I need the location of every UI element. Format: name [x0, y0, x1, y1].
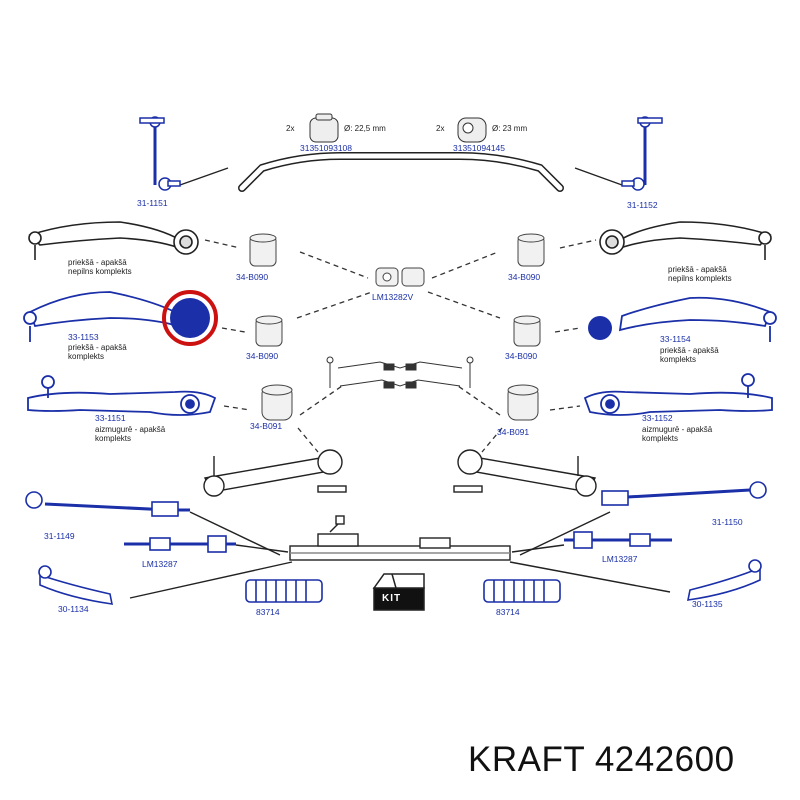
- middle-arm-right: [618, 296, 777, 342]
- bushing-34B090-right-mid: [513, 315, 541, 347]
- bushing-right-mid-label: 34-B090: [505, 351, 538, 361]
- inner-tie-rod-right: [564, 531, 672, 549]
- stab-link-right-label: 31-1152: [627, 200, 658, 210]
- upper-arm-right: [599, 221, 772, 260]
- tie-rod-left-label: 31-1149: [44, 531, 75, 541]
- middle-arm-right-part: 33-1154: [660, 334, 691, 344]
- tie-rod-end-right: [686, 559, 762, 601]
- upper-arm-right-desc: priekšā - apakšā nepilns komplekts: [668, 265, 732, 284]
- rear-arm-left: [27, 375, 217, 416]
- tie-rod-left: [25, 491, 190, 517]
- stab-bush-left-part: 31351093108: [300, 143, 353, 153]
- stab-bush-right-part: 31351094145: [453, 143, 506, 153]
- rear-arm-right: [583, 373, 773, 416]
- bushing-left-mid-label: 34-B090: [246, 351, 279, 361]
- middle-arm-right-bushing: [588, 316, 612, 340]
- stab-link-left: [139, 116, 181, 191]
- rear-arm-right-desc: aizmugurē - apakšā komplekts: [642, 425, 713, 444]
- stab-bushing-left: [309, 113, 339, 143]
- tie-rod-end-right-label: 30-1135: [692, 599, 723, 609]
- stab-bush-right-qty: 2x: [436, 124, 445, 133]
- stab-bush-left-qty: 2x: [286, 124, 295, 133]
- inner-tie-rod-left: [124, 535, 236, 553]
- rear-arm-left-desc: aizmugurē - apakšā komplekts: [95, 425, 166, 444]
- bushing-right-rear-label: 34-B091: [497, 427, 530, 437]
- upper-arm-left: [28, 221, 199, 260]
- boot-right-label: 83714: [496, 607, 520, 617]
- lower-arm-right: [453, 449, 597, 497]
- boot-left-label: 83714: [256, 607, 280, 617]
- inner-tie-rod-right-label: LM13287: [602, 554, 638, 564]
- boot-right: [483, 579, 561, 603]
- bushing-34B090-left-top: [249, 233, 277, 267]
- highlight-bushing: [170, 298, 210, 338]
- boot-left: [245, 579, 323, 603]
- stab-bush-left-size: Ø: 22,5 mm: [344, 124, 386, 133]
- bushing-right-top-label: 34-B090: [508, 272, 541, 282]
- solid-leaders: [129, 167, 671, 599]
- rear-arm-left-part: 33-1151: [95, 413, 126, 423]
- bushing-34B090-right-top: [517, 233, 545, 267]
- stab-link-left-label: 31-1151: [137, 198, 168, 208]
- stab-link-right: [621, 116, 663, 191]
- stab-bush-right-size: Ø: 23 mm: [492, 124, 528, 133]
- middle-arm-left-part: 33-1153: [68, 332, 99, 342]
- middle-arm-left: [23, 291, 180, 342]
- bushing-34B091-left: [261, 384, 293, 421]
- bushing-left-rear-label: 34-B091: [250, 421, 283, 431]
- tie-rod-right-label: 31-1150: [712, 517, 743, 527]
- tie-rod-end-left-label: 30-1134: [58, 604, 89, 614]
- tie-rod-end-left: [38, 565, 114, 605]
- suspension-assembly-overview: [326, 356, 474, 389]
- bushing-left-top-label: 34-B090: [236, 272, 269, 282]
- brand-part-number: KRAFT 4242600: [468, 740, 735, 779]
- bushing-34B090-left-mid: [255, 315, 283, 347]
- steering-rack: [289, 515, 511, 561]
- lower-arm-left: [203, 449, 347, 497]
- kit-label: KIT: [382, 593, 402, 604]
- kit-box: [372, 573, 425, 611]
- dashed-leaders: [204, 239, 597, 453]
- tie-rod-right: [601, 481, 767, 506]
- upper-arm-left-desc: priekšā - apakšā nepilns komplekts: [68, 258, 132, 277]
- inner-tie-rod-left-label: LM13287: [142, 559, 178, 569]
- stab-bushing-right: [457, 117, 487, 143]
- middle-arm-right-desc: priekšā - apakšā komplekts: [660, 346, 719, 365]
- bushing-LM13282V: [375, 267, 425, 287]
- highlight-ring: [162, 290, 218, 346]
- bushing-center-label: LM13282V: [372, 292, 414, 302]
- bushing-34B091-right: [507, 384, 539, 421]
- middle-arm-left-desc: priekšā - apakšā komplekts: [68, 343, 127, 362]
- rear-arm-right-part: 33-1152: [642, 413, 673, 423]
